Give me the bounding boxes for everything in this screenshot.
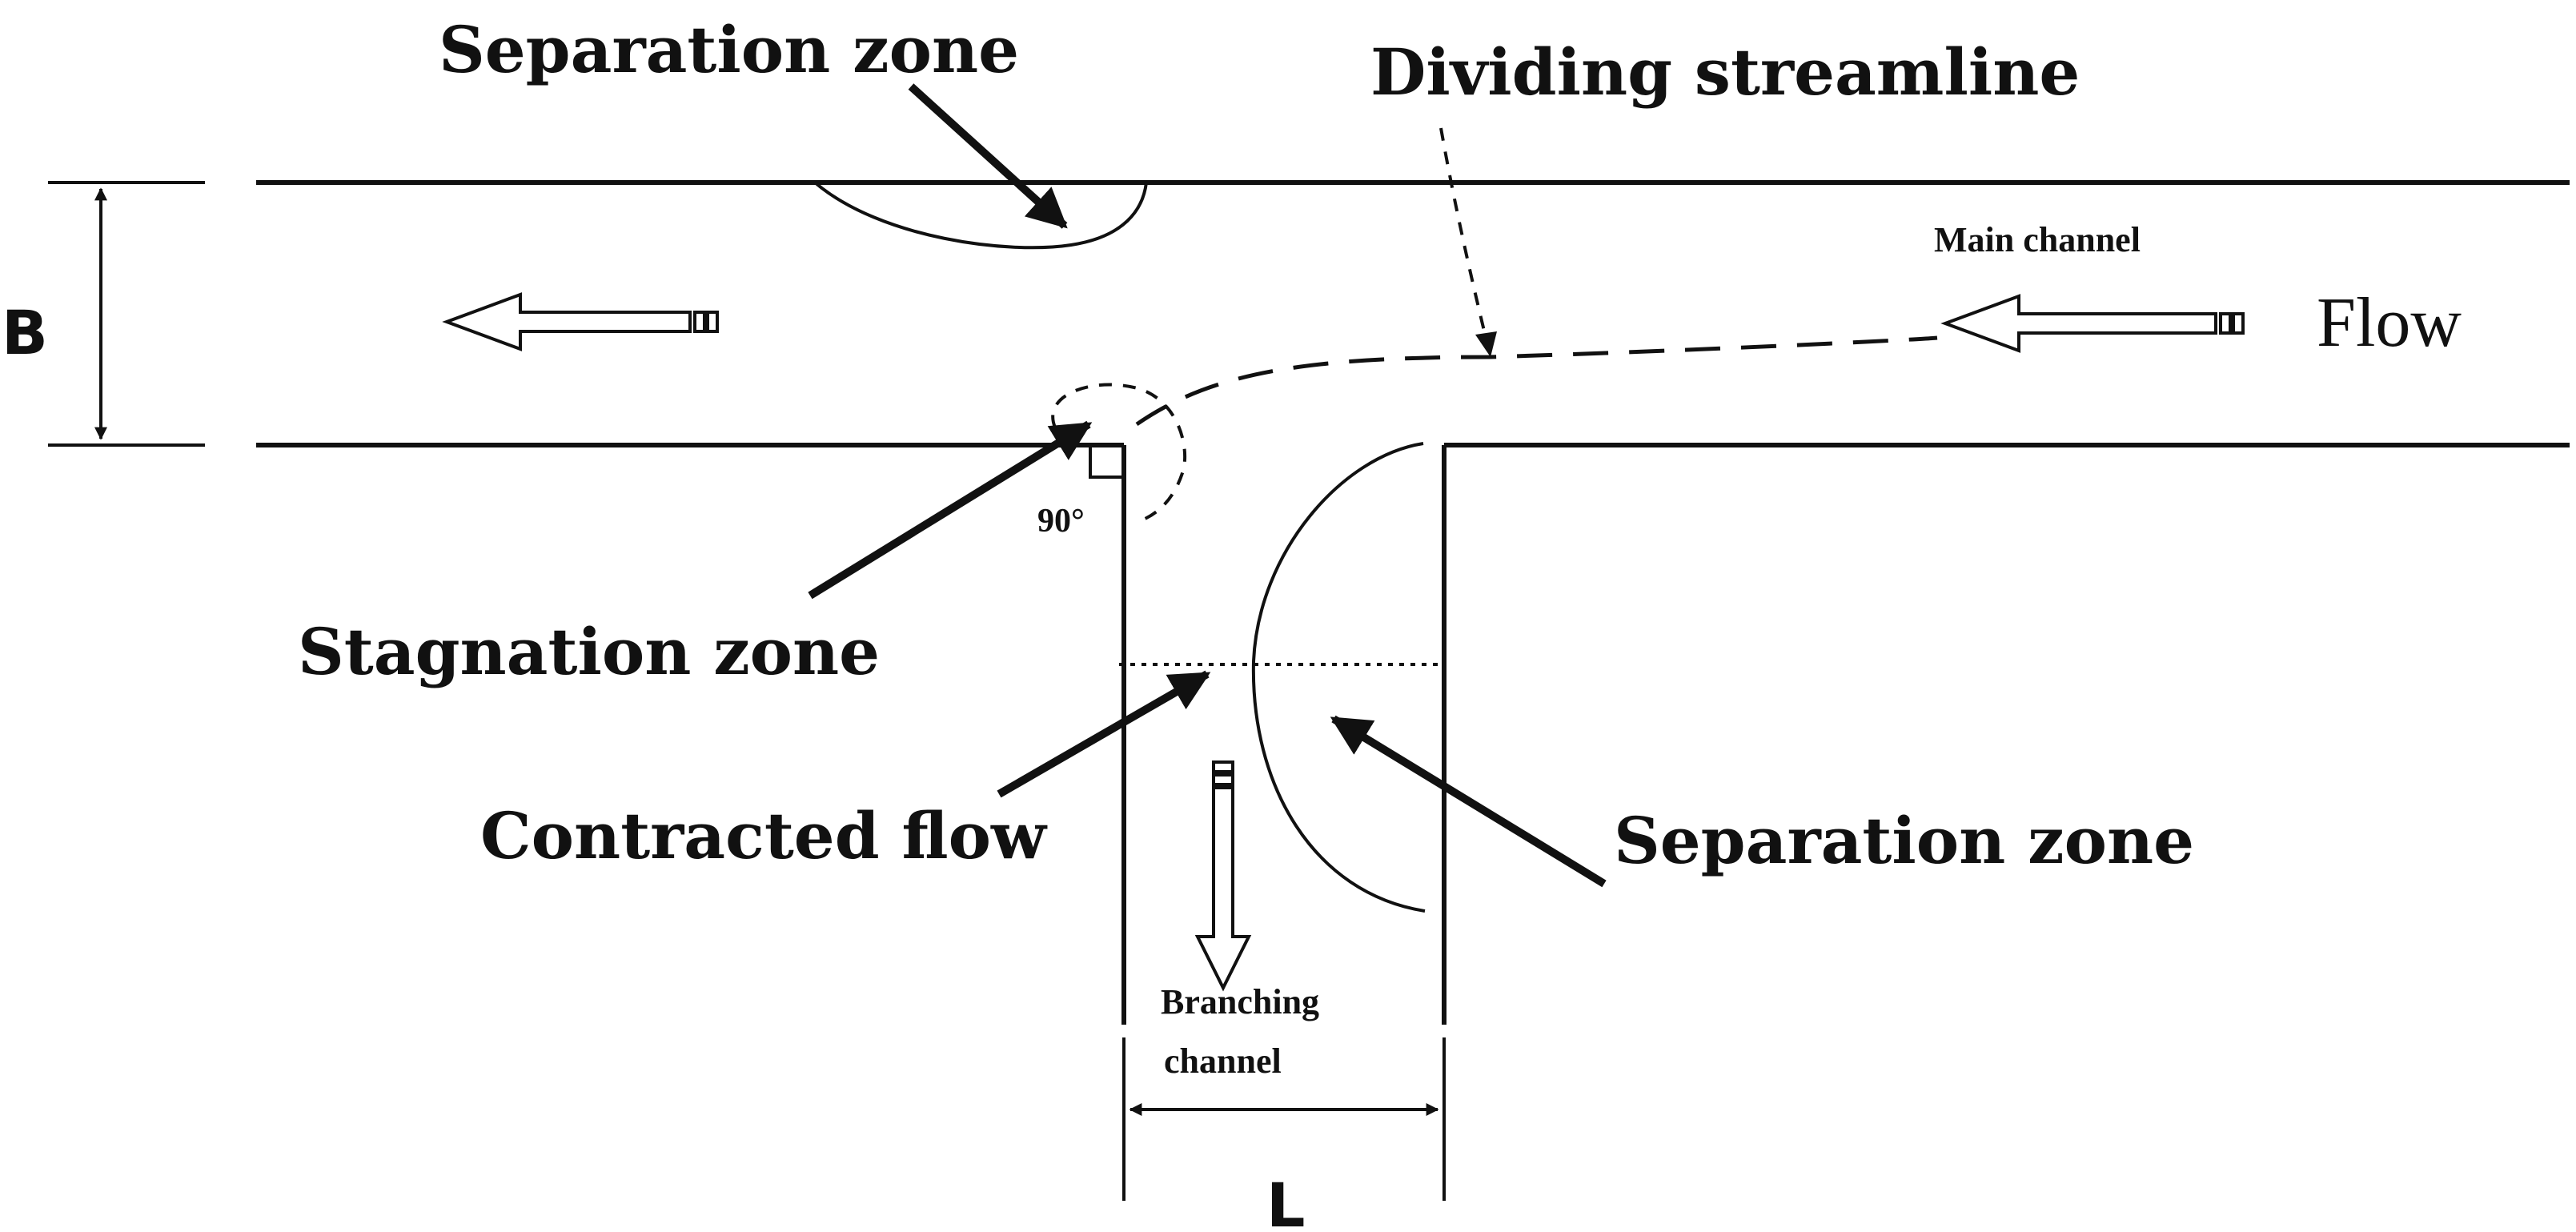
stagnation-zone-curve: [1051, 383, 1187, 522]
branch-flow-arrow: [1194, 760, 1252, 992]
width-b-label: B: [2, 297, 48, 368]
stagnation-zone-label: Stagnation zone: [298, 614, 880, 689]
flow-label: Flow: [2317, 284, 2462, 362]
main-channel-label: Main channel: [1934, 220, 2141, 259]
stagnation-zone-pointer: [808, 420, 1093, 600]
separation-zone-top-pointer: [908, 83, 1068, 229]
separation-zone-bottom-pointer: [1330, 715, 1607, 888]
separation-zone-bottom-label: Separation zone: [1614, 803, 2194, 878]
contracted-flow-pointer: [997, 670, 1211, 798]
angle-label: 90°: [1037, 503, 1085, 540]
separation-zone-branch-curve: [1251, 442, 1426, 913]
width-l-label: L: [1266, 1170, 1305, 1232]
branching-channel-label-line1: Branching: [1161, 982, 1319, 1021]
separation-zone-top-curve: [813, 181, 1148, 250]
dividing-streamline-pointer: [1439, 127, 1491, 351]
channel-walls: [256, 180, 2570, 1025]
separation-zone-top-label: Separation zone: [439, 12, 1019, 87]
width-l-dimension: L: [1122, 1037, 1446, 1232]
width-b-dimension: B: [2, 181, 205, 447]
right-angle-marker: [1089, 445, 1124, 479]
contracted-flow-label: Contracted flow: [480, 798, 1048, 873]
branching-channel-label-line2: channel: [1164, 1041, 1282, 1081]
inflow-arrow-right: [1940, 294, 2245, 353]
dividing-streamline: [1135, 335, 1938, 427]
outflow-arrow-left: [442, 292, 719, 351]
dividing-streamline-label: Dividing streamline: [1370, 34, 2080, 110]
